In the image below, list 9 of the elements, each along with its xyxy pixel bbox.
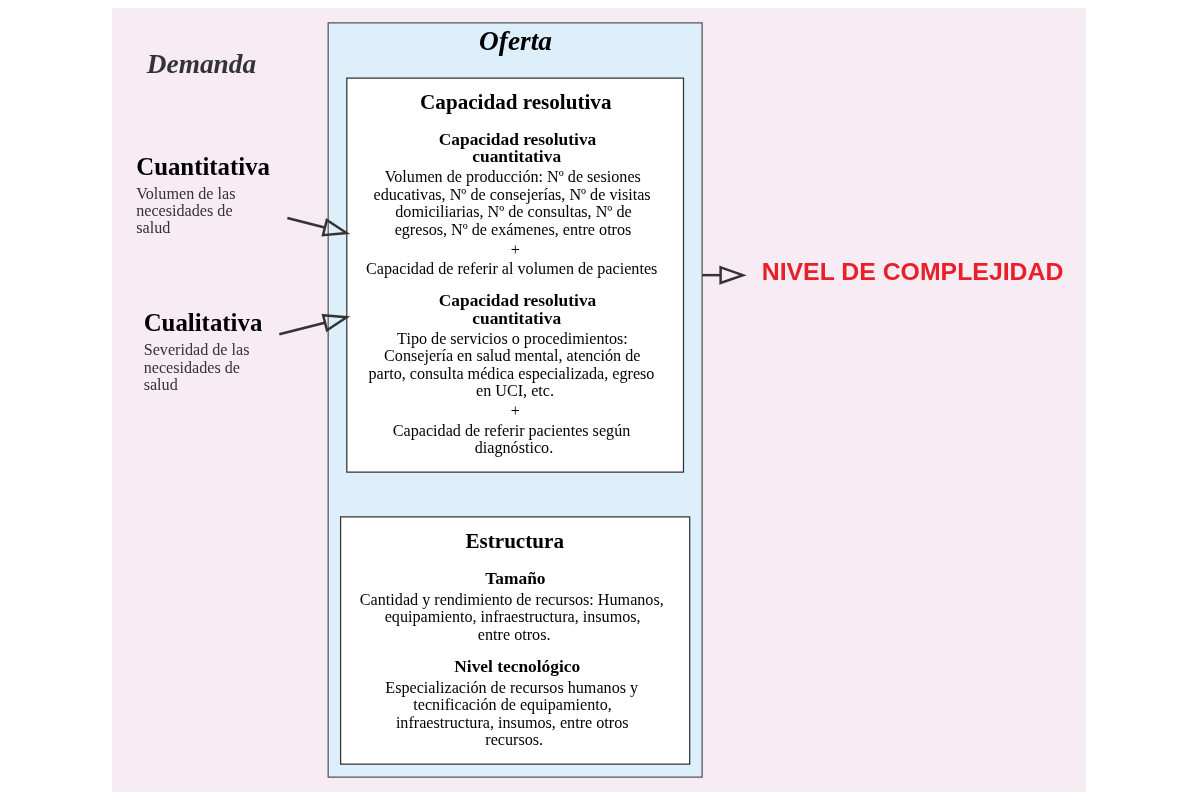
node-box: Estructura Tamaño Cantidad y rendimiento de recursos: Humanos, equipamiento, infraestructura, insumos, entre otros. Nivel tecnológico Especialización de recursos humanos y tecnificación de equipamiento, infraestructura, insumos, entre otros recursos.	[339, 516, 691, 765]
node-text: NIVEL DE COMPLEJIDAD	[761, 258, 1064, 286]
node-box: Capacidad resolutiva Capacidad resolutiva cuantitativa Volumen de producción: Nº de sesiones educativas, Nº de consejerías, Nº de visitas domiciliarias, Nº de consultas, Nº de egresos, Nº de exámenes, entre otros + Capacidad de referir al volumen de pacientes Capacidad resolutiva cuantitativa Tipo de servicios o procedimientos: Consejería en salud mental, atención de parto, consulta médica especializada, egreso en UCI, etc. + Capacidad de referir pacientes según diagnóstico.	[346, 77, 685, 473]
label: Demanda	[146, 49, 257, 80]
arrow	[702, 265, 747, 285]
arrow	[279, 313, 351, 336]
arrow	[287, 216, 351, 237]
node-text: Cuantitativa Volumen de las necesidades de salud	[136, 152, 271, 237]
node-text: Cualitativa Severidad de las necesidades de salud	[143, 309, 263, 393]
